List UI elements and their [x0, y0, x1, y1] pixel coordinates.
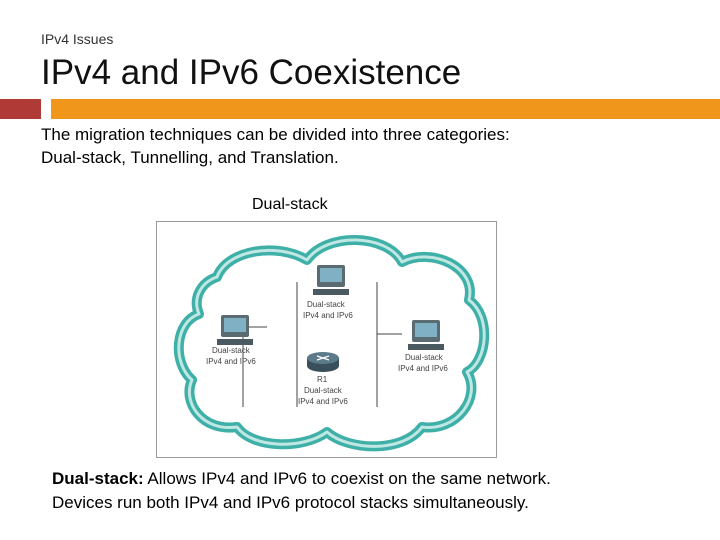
- right-pc-icon: [408, 320, 444, 350]
- footer-text-1: Allows IPv4 and IPv6 to coexist on the s…: [144, 469, 551, 488]
- top-pc-label-line1: Dual-stack: [307, 300, 346, 309]
- router-label-line2: IPv4 and IPv6: [298, 397, 348, 406]
- footer-text: Dual-stack: Allows IPv4 and IPv6 to coex…: [52, 467, 692, 515]
- left-pc-icon: [217, 315, 253, 345]
- footer-term: Dual-stack:: [52, 469, 144, 488]
- router-label-line1: Dual-stack: [304, 386, 343, 395]
- intro-line-2: Dual-stack, Tunnelling, and Translation.: [41, 146, 681, 169]
- right-pc-label-line1: Dual-stack: [405, 353, 444, 362]
- slide-title: IPv4 and IPv6 Coexistence: [41, 53, 461, 93]
- network-diagram-svg: Dual-stack IPv4 and IPv6 Dual-stack IPv4…: [157, 222, 496, 457]
- router-name-label: R1: [317, 375, 328, 384]
- right-pc-label-line2: IPv4 and IPv6: [398, 364, 448, 373]
- top-pc-label-line2: IPv4 and IPv6: [303, 311, 353, 320]
- intro-line-1: The migration techniques can be divided …: [41, 123, 681, 146]
- title-accent-orange-bar: [51, 99, 720, 119]
- router-icon: [307, 352, 339, 372]
- dual-stack-diagram: Dual-stack IPv4 and IPv6 Dual-stack IPv4…: [156, 221, 497, 458]
- top-pc-icon: [313, 265, 349, 295]
- footer-line-1: Dual-stack: Allows IPv4 and IPv6 to coex…: [52, 467, 692, 491]
- intro-text: The migration techniques can be divided …: [41, 123, 681, 169]
- left-pc-label-line1: Dual-stack: [212, 346, 251, 355]
- title-accent-red-bar: [0, 99, 41, 119]
- left-pc-label-line2: IPv4 and IPv6: [206, 357, 256, 366]
- figure-caption: Dual-stack: [252, 196, 328, 214]
- section-label: IPv4 Issues: [41, 31, 113, 47]
- footer-line-2: Devices run both IPv4 and IPv6 protocol …: [52, 491, 692, 515]
